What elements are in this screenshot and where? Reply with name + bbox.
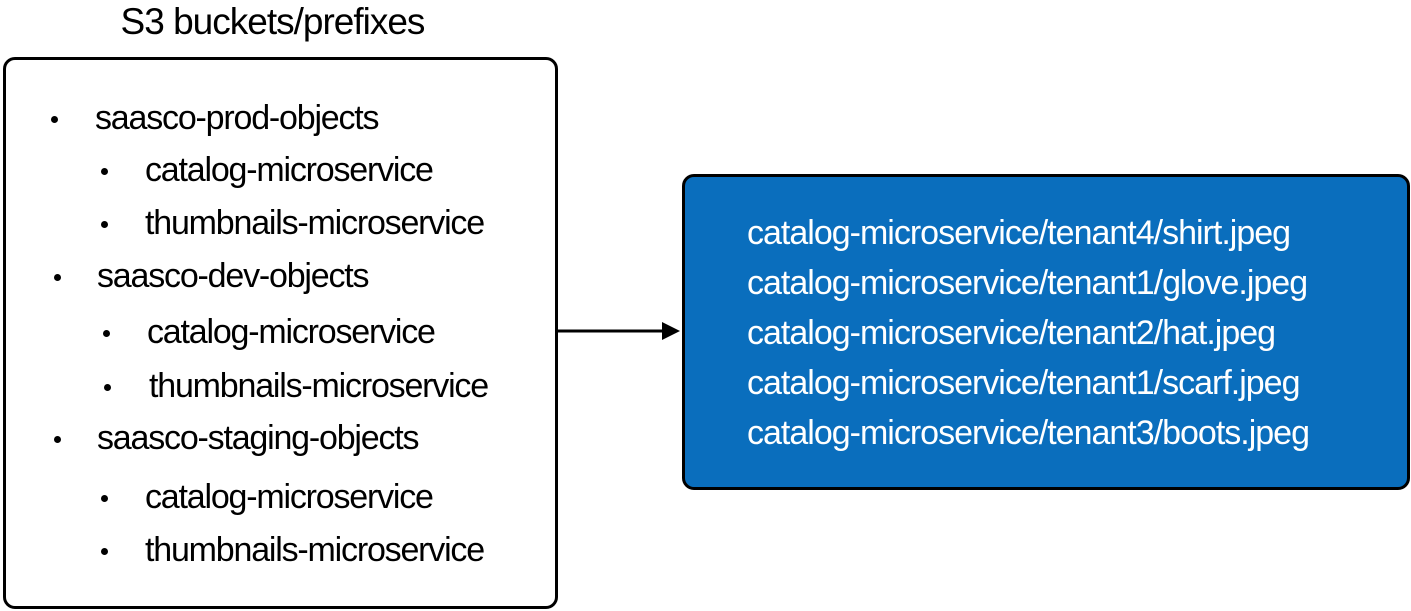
bullet-icon bbox=[103, 330, 110, 337]
diagram-title: S3 buckets/prefixes bbox=[120, 1, 426, 42]
object-key: catalog-microservice/tenant1/scarf.jpeg bbox=[747, 364, 1300, 402]
object-key: catalog-microservice/tenant3/boots.jpeg bbox=[747, 414, 1310, 452]
prefix-name: thumbnails-microservice bbox=[145, 204, 485, 242]
prefix-name: catalog-microservice bbox=[147, 313, 436, 351]
bullet-icon bbox=[101, 548, 108, 555]
objects-box: catalog-microservice/tenant4/shirt.jpeg … bbox=[682, 174, 1410, 490]
bullet-icon bbox=[101, 495, 108, 502]
buckets-box: saasco-prod-objects catalog-microservice… bbox=[3, 57, 558, 609]
prefix-name: thumbnails-microservice bbox=[145, 531, 485, 569]
bucket-name: saasco-dev-objects bbox=[97, 257, 370, 295]
bucket-name: saasco-prod-objects bbox=[95, 99, 380, 137]
prefix-name: catalog-microservice bbox=[145, 151, 434, 189]
bullet-icon bbox=[54, 274, 61, 281]
prefix-name: catalog-microservice bbox=[145, 478, 434, 516]
object-key: catalog-microservice/tenant2/hat.jpeg bbox=[747, 314, 1276, 352]
bullet-icon bbox=[54, 436, 61, 443]
bullet-icon bbox=[101, 168, 108, 175]
bullet-icon bbox=[104, 384, 111, 391]
object-key: catalog-microservice/tenant4/shirt.jpeg bbox=[747, 214, 1291, 252]
bullet-icon bbox=[101, 221, 108, 228]
object-key: catalog-microservice/tenant1/glove.jpeg bbox=[747, 264, 1308, 302]
bullet-icon bbox=[51, 116, 58, 123]
arrowhead-icon bbox=[662, 322, 680, 340]
bucket-name: saasco-staging-objects bbox=[97, 419, 420, 457]
prefix-name: thumbnails-microservice bbox=[149, 367, 489, 405]
